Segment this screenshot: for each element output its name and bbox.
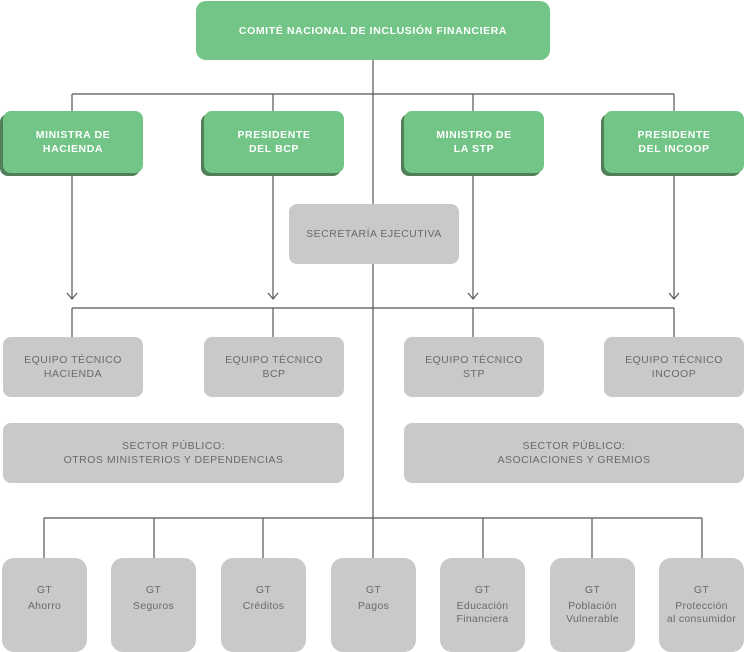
node-gt-ahorro: GT Ahorro	[2, 558, 87, 652]
node-label-line2: HACIENDA	[43, 368, 103, 380]
gt-title: GT	[255, 584, 272, 596]
gt-label-line2: Vulnerable	[566, 613, 619, 625]
node-gt-poblacion-vulnerable: GT Población Vulnerable	[550, 558, 635, 652]
node-presidente-bcp: PRESIDENTE DEL BCP	[204, 111, 344, 173]
gt-label-line1: Educación	[456, 600, 509, 612]
node-equipo-incoop: EQUIPO TÉCNICO INCOOP	[604, 337, 744, 397]
node-label-line1: SECTOR PÚBLICO:	[122, 440, 225, 452]
node-label-line1: SECTOR PÚBLICO:	[522, 440, 626, 452]
node-label-line1: EQUIPO TÉCNICO	[425, 354, 523, 366]
node-label-line2: DEL BCP	[248, 143, 300, 155]
node-label-line1: PRESIDENTE	[237, 129, 311, 141]
node-equipo-bcp: EQUIPO TÉCNICO BCP	[204, 337, 344, 397]
node-secretaria-label: SECRETARÍA EJECUTIVA	[306, 228, 442, 240]
gt-title: GT	[365, 584, 382, 596]
gt-label-line1: Protección	[675, 600, 728, 612]
node-comite-nacional: COMITÉ NACIONAL DE INCLUSIÓN FINANCIERA	[196, 1, 550, 60]
node-presidente-incoop: PRESIDENTE DEL INCOOP	[604, 111, 744, 173]
gt-title: GT	[474, 584, 491, 596]
node-label-line2: STP	[463, 368, 485, 380]
gt-label-line1: Seguros	[132, 600, 175, 612]
gt-title: GT	[36, 584, 53, 596]
node-label-line1: MINISTRO DE	[436, 129, 512, 141]
node-label-line2: LA STP	[453, 143, 495, 155]
gt-title: GT	[145, 584, 162, 596]
node-comite-nacional-label: COMITÉ NACIONAL DE INCLUSIÓN FINANCIERA	[238, 24, 508, 37]
node-label-line2: DEL INCOOP	[638, 143, 710, 155]
node-gt-creditos: GT Créditos	[221, 558, 306, 652]
node-label-line1: PRESIDENTE	[637, 129, 711, 141]
node-equipo-stp: EQUIPO TÉCNICO STP	[404, 337, 544, 397]
node-secretaria-ejecutiva: SECRETARÍA EJECUTIVA	[289, 204, 459, 264]
node-sector-otros-ministerios: SECTOR PÚBLICO: OTROS MINISTERIOS Y DEPE…	[3, 423, 344, 483]
gt-label-line1: Créditos	[242, 600, 285, 612]
node-equipo-hacienda: EQUIPO TÉCNICO HACIENDA	[3, 337, 143, 397]
gt-label-line2: Financiera	[456, 613, 509, 625]
node-gt-pagos: GT Pagos	[331, 558, 416, 652]
gt-label-line1: Pagos	[357, 600, 390, 612]
node-label-line1: EQUIPO TÉCNICO	[225, 354, 323, 366]
gt-title: GT	[693, 584, 710, 596]
node-gt-educacion-financiera: GT Educación Financiera	[440, 558, 525, 652]
node-label-line2: ASOCIACIONES Y GREMIOS	[497, 454, 651, 466]
gt-label-line1: Población	[568, 600, 617, 612]
node-sector-asociaciones: SECTOR PÚBLICO: ASOCIACIONES Y GREMIOS	[404, 423, 744, 483]
node-ministra-hacienda: MINISTRA DE HACIENDA	[3, 111, 143, 173]
node-ministro-stp: MINISTRO DE LA STP	[404, 111, 544, 173]
node-label-line1: MINISTRA DE	[35, 129, 111, 141]
node-label-line2: INCOOP	[651, 368, 697, 380]
node-gt-seguros: GT Seguros	[111, 558, 196, 652]
node-gt-proteccion-consumidor: GT Protección al consumidor	[659, 558, 744, 652]
node-label-line1: EQUIPO TÉCNICO	[24, 354, 122, 366]
gt-label-line1: Ahorro	[27, 600, 62, 612]
gt-label-line2: al consumidor	[666, 613, 737, 625]
node-label-line2: OTROS MINISTERIOS Y DEPENDENCIAS	[63, 454, 284, 466]
gt-title: GT	[584, 584, 601, 596]
node-label-line2: HACIENDA	[42, 143, 104, 155]
node-label-line1: EQUIPO TÉCNICO	[625, 354, 723, 366]
node-label-line2: BCP	[262, 368, 286, 380]
